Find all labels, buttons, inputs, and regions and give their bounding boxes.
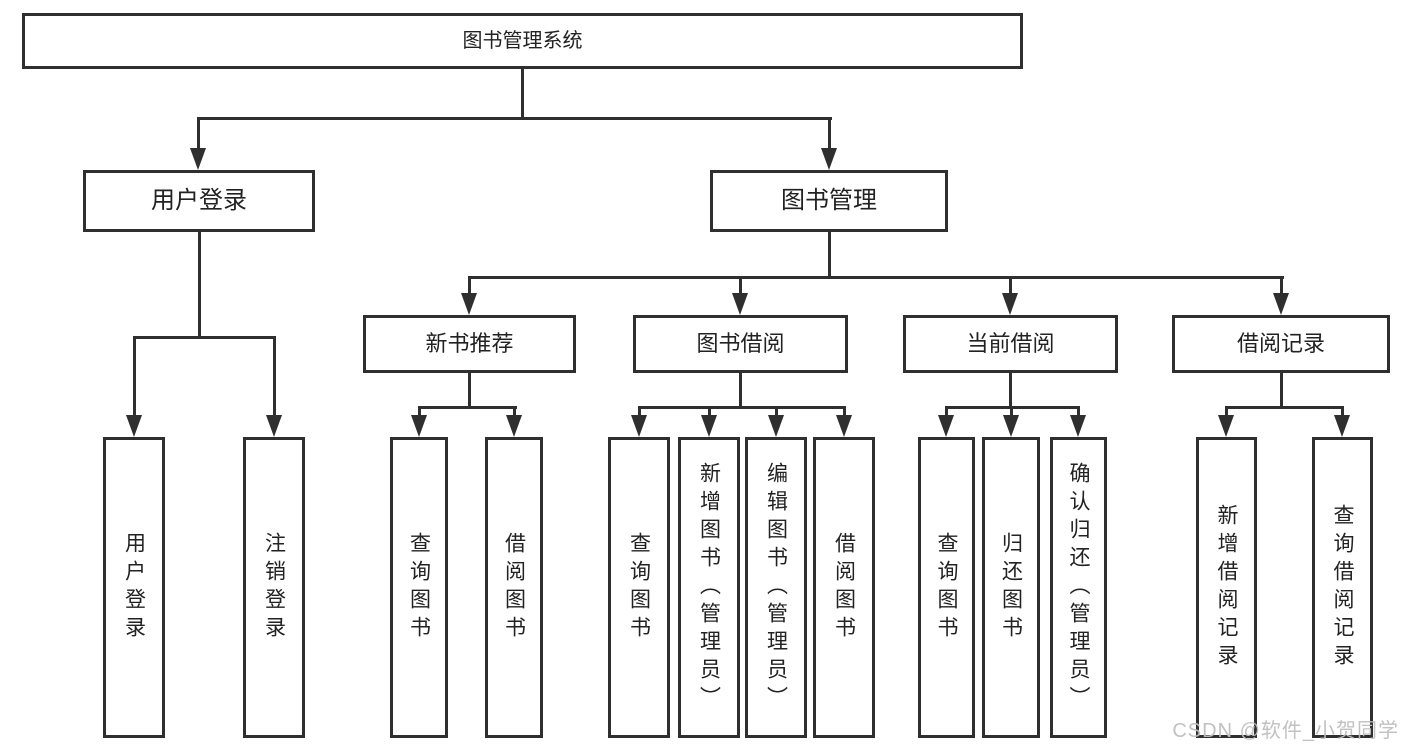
leaf-label: 借阅图书	[502, 531, 526, 644]
connector-line	[1280, 372, 1283, 407]
arrow-down-icon	[768, 415, 784, 437]
arrow-down-icon	[836, 415, 852, 437]
leaf-label: 归还图书	[999, 531, 1023, 644]
connector-line	[739, 372, 742, 407]
node-leaf-br-add-record: 新增借阅记录	[1196, 437, 1257, 738]
node-current-borrow: 当前借阅	[903, 315, 1118, 373]
connector-line	[1009, 276, 1012, 294]
connector-line	[1341, 406, 1344, 416]
connector-line	[197, 117, 832, 120]
connector-line	[273, 336, 276, 416]
leaf-label: 新增借阅记录	[1215, 503, 1238, 672]
connector-line	[418, 406, 517, 409]
node-leaf-cb-return-books: 归还图书	[982, 437, 1040, 738]
arrow-down-icon	[506, 415, 522, 437]
node-leaf-bb-borrow-books: 借阅图书	[813, 437, 875, 738]
node-leaf-bb-query-books: 查询图书	[608, 437, 670, 738]
arrow-down-icon	[1003, 415, 1019, 437]
arrow-down-icon	[1002, 293, 1018, 315]
leaf-label: 查询图书	[627, 531, 651, 644]
connector-line	[513, 406, 516, 416]
arrow-down-icon	[1218, 415, 1234, 437]
node-leaf-bb-add-books: 新增图书（管理员）	[678, 437, 740, 738]
connector-line	[133, 336, 136, 416]
node-book-management: 图书管理	[710, 170, 948, 232]
arrow-down-icon	[126, 415, 142, 437]
connector-line	[638, 406, 846, 409]
connector-line	[843, 406, 846, 416]
connector-line	[133, 336, 276, 339]
leaf-label: 借阅图书	[832, 531, 856, 644]
arrow-down-icon	[701, 415, 717, 437]
node-user-login: 用户登录	[83, 170, 315, 232]
connector-line	[1225, 406, 1344, 409]
node-borrow-records: 借阅记录	[1172, 315, 1390, 373]
connector-line	[708, 406, 711, 416]
connector-line	[828, 232, 831, 276]
connector-line	[468, 276, 1284, 279]
connector-line	[418, 406, 421, 416]
node-book-borrow: 图书借阅	[633, 315, 848, 373]
connector-line	[468, 276, 471, 294]
arrow-down-icon	[1273, 293, 1289, 315]
leaf-label: 查询借阅记录	[1331, 503, 1354, 672]
connector-line	[197, 117, 200, 149]
connector-line	[198, 232, 201, 336]
node-new-book-recommend: 新书推荐	[363, 315, 576, 373]
node-leaf-cb-confirm-return: 确认归还（管理员）	[1050, 437, 1107, 738]
connector-line	[1009, 372, 1012, 407]
connector-line	[775, 406, 778, 416]
node-leaf-rec-query-books: 查询图书	[390, 437, 448, 738]
arrow-down-icon	[1070, 415, 1086, 437]
node-leaf-user-login: 用户登录	[103, 437, 165, 738]
node-system: 图书管理系统	[22, 13, 1023, 69]
connector-line	[1280, 276, 1283, 294]
connector-line	[638, 406, 641, 416]
arrow-down-icon	[461, 293, 477, 315]
connector-line	[468, 372, 471, 407]
leaf-label: 确认归还（管理员）	[1067, 461, 1090, 714]
node-leaf-br-query-record: 查询借阅记录	[1312, 437, 1373, 738]
leaf-label: 新增图书（管理员）	[697, 461, 721, 714]
arrow-down-icon	[1334, 415, 1350, 437]
node-leaf-cb-query-books: 查询图书	[918, 437, 975, 738]
leaf-label: 注销登录	[262, 531, 286, 644]
leaf-label: 编辑图书（管理员）	[764, 461, 788, 714]
leaf-label: 查询图书	[407, 531, 431, 644]
watermark: CSDN @软件_小贺同学	[1172, 720, 1399, 742]
connector-line	[739, 276, 742, 294]
leaf-label: 用户登录	[122, 531, 146, 644]
arrow-down-icon	[821, 148, 837, 170]
arrow-down-icon	[631, 415, 647, 437]
connector-line	[945, 406, 948, 416]
node-leaf-rec-borrow-books: 借阅图书	[485, 437, 543, 738]
arrow-down-icon	[190, 148, 206, 170]
arrow-down-icon	[266, 415, 282, 437]
connector-line	[1077, 406, 1080, 416]
leaf-label: 查询图书	[935, 531, 958, 644]
node-leaf-bb-edit-books: 编辑图书（管理员）	[745, 437, 807, 738]
connector-line	[828, 117, 831, 149]
node-leaf-logout: 注销登录	[243, 437, 305, 738]
connector-line	[521, 69, 524, 117]
arrow-down-icon	[732, 293, 748, 315]
arrow-down-icon	[938, 415, 954, 437]
connector-line	[1010, 406, 1013, 416]
connector-line	[1225, 406, 1228, 416]
arrow-down-icon	[411, 415, 427, 437]
